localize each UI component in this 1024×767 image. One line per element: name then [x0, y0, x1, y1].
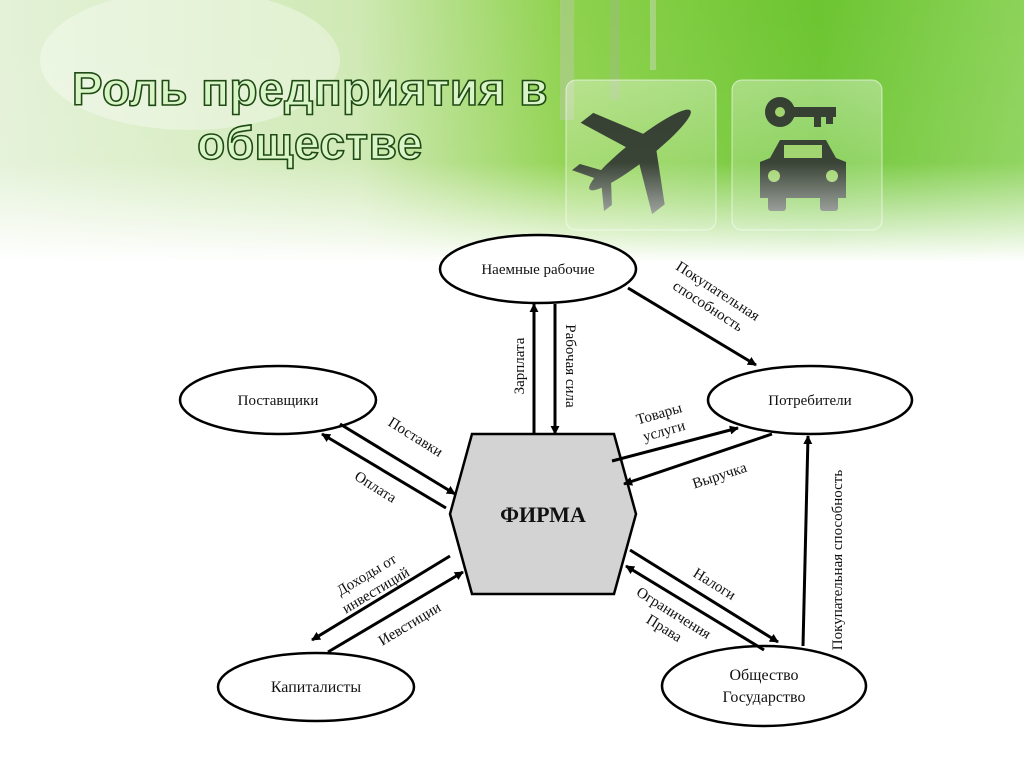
consumers-label: Потребители	[768, 393, 851, 409]
society-purchasing-label: Покупательная способность	[830, 470, 846, 651]
salary-label: Зарплата	[512, 337, 528, 394]
capitalists-node	[216, 651, 416, 723]
society-purchasing-arrow	[801, 435, 813, 647]
investments-arrow	[327, 570, 464, 654]
workers-node	[438, 233, 638, 305]
society-node	[660, 644, 868, 728]
firm-hexagon	[448, 432, 638, 596]
title-line-2: обществе	[196, 116, 423, 170]
investments-label: Иевстиции	[376, 600, 444, 650]
goods-arrow	[611, 425, 739, 463]
slide-banner	[0, 0, 1024, 262]
suppliers-node	[178, 364, 378, 436]
revenue-label: Выручка	[691, 460, 750, 493]
supplies-arrow	[339, 422, 456, 496]
slide-title: Роль предприятия в обществе	[60, 62, 560, 170]
income-arrow	[311, 554, 451, 642]
society-label-2: Государство	[723, 689, 806, 706]
supplies-label: Поставки	[385, 415, 445, 461]
taxes-label: Налоги	[690, 565, 738, 603]
workers-label: Наемные рабочие	[481, 262, 595, 278]
taxes-arrow	[629, 548, 779, 644]
revenue-arrow	[623, 432, 773, 486]
title-line-1: Роль предприятия в	[71, 62, 549, 116]
capitalists-label: Капиталисты	[271, 679, 362, 696]
payment-arrow	[321, 432, 447, 510]
suppliers-label: Поставщики	[238, 393, 319, 409]
workers-purchasing-arrow	[627, 286, 757, 367]
society-label-1: Общество	[729, 667, 798, 684]
consumers-node	[706, 364, 914, 436]
restrictions-arrow	[625, 564, 765, 652]
firm-label: ФИРМА	[500, 502, 586, 527]
labor-label: Рабочая сила	[562, 324, 578, 408]
